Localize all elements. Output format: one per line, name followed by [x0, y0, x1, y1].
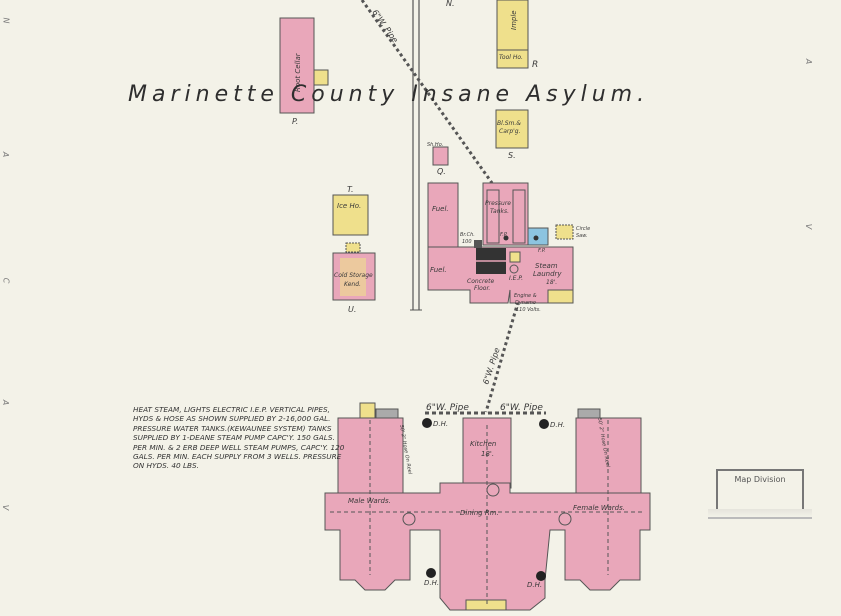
root-cellar-building: Root Cellar P. [279, 17, 329, 126]
svg-text:Floor.: Floor. [474, 285, 490, 292]
blacksmith-building: Bl.Sm.& Carp'g. S. [495, 109, 529, 160]
svg-text:Tool Ho.: Tool Ho. [499, 54, 523, 61]
svg-text:Carp'g.: Carp'g. [499, 128, 521, 135]
svg-text:N.: N. [446, 0, 455, 8]
svg-text:Dynamo: Dynamo [515, 300, 536, 306]
svg-text:U.: U. [348, 305, 356, 314]
svg-text:Steam: Steam [535, 262, 558, 270]
svg-text:Cold Storage: Cold Storage [334, 272, 373, 279]
svg-text:Pressure: Pressure [485, 200, 511, 207]
margin-letter: A [1, 151, 11, 158]
svg-text:Tanks.: Tanks. [490, 208, 509, 215]
water-pipe [484, 301, 520, 413]
margin-letter: V [1, 504, 11, 511]
map-division-stamp: Map Division [716, 469, 804, 509]
svg-text:Kend.: Kend. [344, 281, 361, 288]
svg-text:Imple: Imple [510, 10, 518, 30]
stamp-base [708, 509, 812, 519]
svg-text:18'.: 18'. [546, 279, 557, 286]
svg-text:Male Wards.: Male Wards. [348, 497, 391, 505]
fire-protection-notes: Heat Steam, Lights Electric I.E.P. Verti… [133, 405, 345, 471]
svg-text:Saw.: Saw. [576, 233, 588, 239]
cold-storage-building: Cold Storage Kend. U. [332, 252, 376, 314]
svg-text:Sh.Ho.: Sh.Ho. [427, 142, 443, 148]
pipe-label: 6"W. Pipe [426, 403, 469, 413]
svg-text:S.: S. [508, 151, 516, 160]
margin-letter: N [1, 17, 11, 24]
svg-text:110 Volts.: 110 Volts. [516, 307, 541, 313]
svg-text:D.H.: D.H. [527, 581, 542, 589]
pipe-label: 6"W. Pipe [370, 8, 399, 44]
svg-text:I.E.P.: I.E.P. [509, 275, 523, 282]
svg-text:Dining Rm.: Dining Rm. [460, 509, 499, 517]
svg-text:F.P.: F.P. [500, 232, 508, 238]
map-title: Marinette County Insane Asylum. [128, 82, 650, 107]
sh-house-building: Sh.Ho. Q. [427, 142, 449, 176]
svg-text:Female Wards.: Female Wards. [573, 504, 625, 512]
svg-text:F.P.: F.P. [538, 248, 546, 254]
pipe-label: 6"W. Pipe [500, 403, 543, 413]
svg-text:Laundry: Laundry [533, 270, 562, 278]
svg-text:Q.: Q. [437, 167, 446, 176]
svg-text:Root Cellar: Root Cellar [294, 52, 302, 92]
water-pipe [360, 0, 494, 184]
svg-text:Concrete: Concrete [467, 278, 494, 285]
margin-letter: V [804, 223, 814, 230]
svg-text:D.H.: D.H. [433, 420, 448, 428]
svg-text:Circle: Circle [576, 226, 590, 232]
tool-house-building: Imple Tool Ho. R N. [446, 0, 538, 70]
svg-text:Fuel.: Fuel. [432, 205, 449, 213]
svg-text:D.H.: D.H. [424, 579, 439, 587]
svg-text:Kitchen: Kitchen [470, 440, 496, 448]
svg-text:Bl.Sm.&: Bl.Sm.& [497, 120, 521, 127]
svg-text:18'.: 18'. [481, 450, 494, 458]
ice-house-building: Ice Ho. T. [332, 185, 369, 253]
margin-letter: A [1, 399, 11, 406]
svg-text:P.: P. [292, 117, 298, 126]
svg-text:T.: T. [347, 185, 353, 194]
svg-text:Fuel.: Fuel. [430, 266, 447, 274]
svg-text:R: R [532, 60, 538, 70]
margin-letter: C [1, 277, 11, 284]
margin-letter: A [804, 58, 814, 65]
svg-text:Engine &: Engine & [514, 293, 537, 299]
svg-text:100: 100 [462, 239, 472, 245]
svg-text:Br.Ch.: Br.Ch. [460, 232, 475, 238]
svg-text:D.H.: D.H. [550, 421, 565, 429]
power-house-complex: Fuel. Fuel. Pressure Tanks. Br.Ch. 100 F… [427, 182, 590, 313]
svg-text:Ice Ho.: Ice Ho. [337, 202, 361, 210]
asylum-dashed-partitions [330, 420, 645, 605]
hydrants: D.H. D.H. D.H. D.H. [422, 418, 565, 589]
